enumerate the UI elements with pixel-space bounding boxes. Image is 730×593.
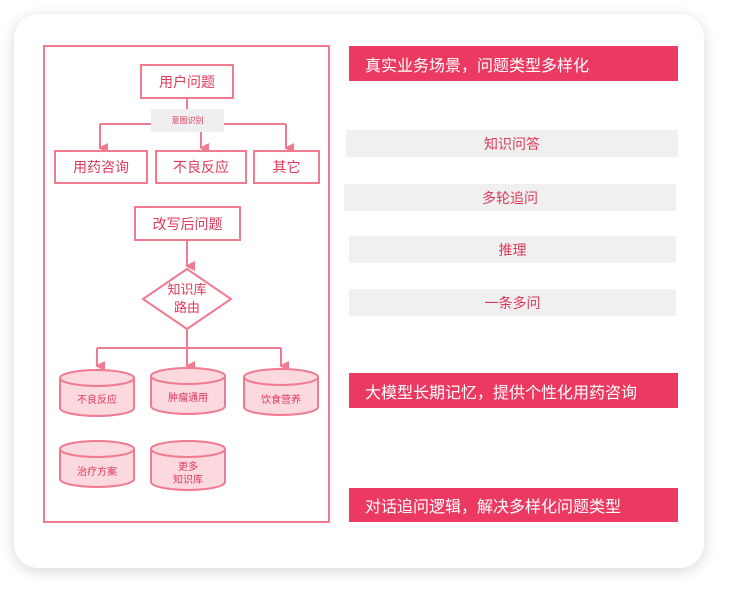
kb-cylinder-1 [59,369,135,417]
kb-cylinder-4 [59,440,135,488]
user-question-box: 用户问题 [140,64,234,99]
router-text: 知识库 路由 [143,282,231,318]
flow-diagram-frame [43,45,330,523]
item-multi-turn: 多轮追问 [344,184,676,211]
router-line-2: 路由 [173,301,200,316]
kb-label-more: 更多 知识库 [151,459,225,489]
rewritten-question-box: 改写后问题 [134,206,241,241]
kb-cylinder-2 [150,367,226,415]
item-reasoning: 推理 [349,236,676,263]
kb-more-line-1: 更多 [178,462,198,473]
kb-cylinder-5 [150,440,226,491]
router-diamond [141,267,233,331]
category-other-box: 其它 [253,150,320,184]
banner-dialog-logic: 对话追问逻辑，解决多样化问题类型 [349,488,678,522]
item-multi-question: 一条多问 [349,289,676,316]
item-knowledge-qa: 知识问答 [346,130,678,157]
router-line-1: 知识库 [167,283,207,298]
kb-label-oncology: 肿瘤通用 [168,392,208,404]
kb-more-line-2: 知识库 [173,475,203,486]
banner-long-term-memory: 大模型长期记忆，提供个性化用药咨询 [349,373,678,408]
kb-label-diet: 饮食营养 [261,394,301,406]
kb-cylinder-3 [243,368,319,416]
category-medication-box: 用药咨询 [54,150,148,184]
banner-real-scenarios: 真实业务场景，问题类型多样化 [349,46,678,81]
intent-recognition-label: 意图识别 [151,109,224,132]
kb-label-treatment: 治疗方案 [77,466,117,478]
kb-label-adverse: 不良反应 [77,394,117,406]
category-adverse-box: 不良反应 [155,150,247,184]
